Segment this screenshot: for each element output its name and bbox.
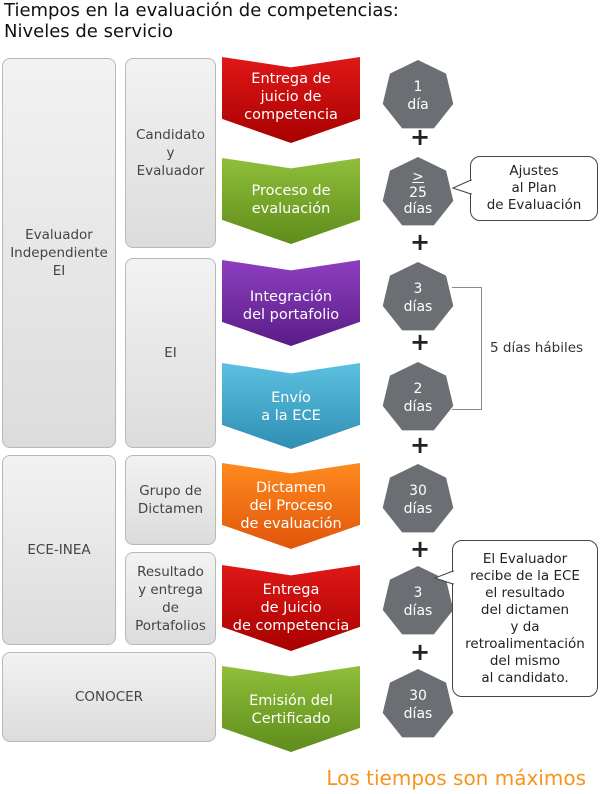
callout-retroalimentacion: El Evaluador recibe de la ECE el resulta…: [452, 540, 598, 697]
time-badge-line: días: [403, 501, 433, 517]
callout-line: Ajustes: [509, 163, 559, 179]
subactor-label-line: Candidato: [136, 127, 205, 143]
diagram-title: Tiempos en la evaluación de competencias…: [4, 0, 564, 42]
step-label-line: juicio de: [260, 89, 322, 105]
callout-line: de Evaluación: [486, 197, 582, 213]
step-label-line: Dictamen: [256, 480, 326, 496]
time-badge-line: día: [407, 97, 429, 113]
callout-line: al candidato.: [481, 669, 569, 686]
time-badge: 30 días: [382, 669, 454, 738]
subactor-label: EI: [164, 345, 177, 361]
time-badge-line: 30: [409, 483, 427, 499]
callout-pointer: [452, 179, 472, 195]
step-label-line: competencia: [244, 107, 338, 123]
callout-line: y da: [510, 618, 540, 635]
step-integracion-portafolio: Integración del portafolio: [222, 260, 360, 346]
callout-ajustes: Ajustes al Plan de Evaluación: [470, 156, 598, 221]
subactor-label-line: y: [166, 145, 175, 161]
subactor-label-line: y entrega: [138, 581, 203, 598]
actor-conocer: CONOCER: [2, 652, 216, 742]
step-entrega-juicio: Entrega de juicio de competencia: [222, 57, 360, 143]
step-label-line: evaluación: [251, 201, 331, 217]
step-label-line: de evaluación: [240, 516, 342, 532]
plus-sign: +: [410, 638, 431, 666]
step-label-line: de competencia: [232, 618, 350, 634]
callout-line: del dictamen: [480, 601, 570, 618]
footer-note: Los tiempos son máximos: [326, 766, 586, 790]
callout-line: el resultado: [485, 584, 565, 601]
time-badge-line: 1: [413, 79, 423, 95]
step-label-line: Entrega: [262, 582, 320, 598]
subactor-label-line: Resultado: [137, 563, 204, 580]
step-label-line: a la ECE: [261, 408, 321, 424]
plus-sign: +: [410, 431, 431, 459]
step-label-line: Envío: [271, 390, 311, 406]
step-label-line: Certificado: [251, 711, 331, 727]
time-badge: 3 días: [382, 262, 454, 331]
subactor-label-line: de: [162, 599, 179, 616]
step-dictamen: Dictamen del Proceso de evaluación: [222, 463, 360, 549]
time-badge-line: 30: [409, 688, 427, 704]
callout-line: El Evaluador: [482, 550, 568, 567]
time-badge-line: 25: [409, 185, 427, 201]
step-label-line: Integración: [249, 289, 333, 305]
callout-pointer: [434, 570, 454, 585]
actor-label: ECE-INEA: [27, 542, 91, 558]
subactor-label-line: Portafolios: [135, 617, 206, 634]
callout-line: al Plan: [511, 180, 557, 196]
subactor-grupo-dictamen: Grupo de Dictamen: [125, 455, 216, 545]
actor-label-line: Evaluador: [25, 227, 93, 243]
callout-line: retroalimentación: [465, 635, 585, 652]
step-label-line: de Juicio: [260, 600, 322, 616]
callout-line: del mismo: [489, 652, 561, 669]
callout-line: recibe de la ECE: [470, 567, 580, 584]
time-badge-line: días: [403, 706, 433, 722]
actor-label-line: EI: [52, 263, 66, 279]
subactor-label-line: Evaluador: [136, 163, 205, 179]
title-line-2: Niveles de servicio: [4, 21, 174, 42]
subactor-candidato-evaluador: Candidato y Evaluador: [125, 58, 216, 248]
time-badge: 1 día: [382, 60, 454, 129]
step-label-line: Emisión del: [249, 693, 333, 709]
title-line-1: Tiempos en la evaluación de competencias…: [4, 0, 399, 21]
time-badge-line: 2: [413, 381, 423, 397]
step-entrega-juicio-competencia: Entrega de Juicio de competencia: [222, 565, 360, 651]
plus-sign: +: [410, 535, 431, 563]
plus-sign: +: [410, 328, 431, 356]
subactor-label-line: Dictamen: [137, 501, 204, 517]
dias-habiles-bracket: [452, 287, 482, 410]
plus-sign: +: [410, 228, 431, 256]
time-badge-line: días: [403, 399, 433, 415]
time-badge-line: días: [403, 603, 433, 619]
time-badge: > 25 días: [382, 157, 454, 226]
time-badge-line: días: [403, 201, 433, 217]
plus-sign: +: [410, 123, 431, 151]
actor-label: CONOCER: [74, 689, 144, 705]
time-badge: 2 días: [382, 362, 454, 431]
dias-habiles-label: 5 días hábiles: [490, 340, 584, 356]
step-label-line: del portafolio: [242, 307, 340, 323]
step-label-line: Proceso de: [251, 183, 331, 199]
time-badge-line: 3: [413, 585, 423, 601]
actor-ece-inea: ECE-INEA: [2, 455, 116, 645]
subactor-ei: EI: [125, 258, 216, 448]
time-badge-line: 3: [413, 281, 423, 297]
subactor-resultado-entrega: Resultado y entrega de Portafolios: [125, 552, 216, 645]
time-badge-line: >: [412, 169, 424, 185]
step-label-line: del Proceso: [249, 498, 333, 514]
step-label-line: Entrega de: [251, 71, 331, 87]
actor-evaluador-independiente: Evaluador Independiente EI: [2, 58, 116, 448]
time-badge: 30 días: [382, 464, 454, 533]
time-badge-line: días: [403, 299, 433, 315]
subactor-label-line: Grupo de: [139, 483, 202, 499]
step-proceso-evaluacion: Proceso de evaluación: [222, 158, 360, 244]
actor-label-line: Independiente: [10, 245, 108, 261]
step-envio-ece: Envío a la ECE: [222, 363, 360, 449]
step-emision-certificado: Emisión del Certificado: [222, 666, 360, 752]
